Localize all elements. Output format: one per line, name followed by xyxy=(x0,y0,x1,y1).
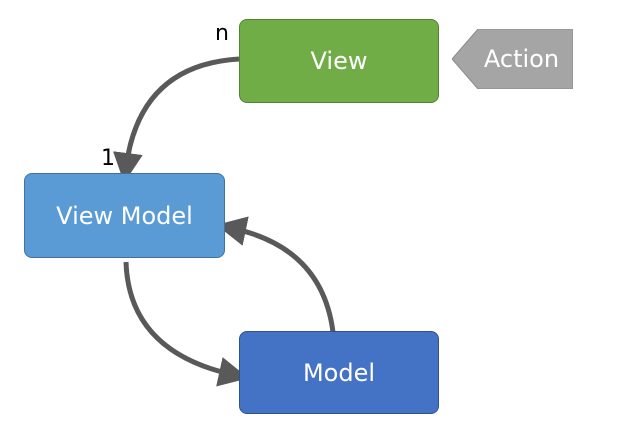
multiplicity-1-label: 1 xyxy=(101,146,115,171)
multiplicity-n-label: n xyxy=(215,21,229,46)
action-label: Action xyxy=(483,45,560,73)
arrow-view-to-viewmodel xyxy=(113,56,240,183)
arrow-viewmodel-to-model xyxy=(123,261,249,387)
view-model-node-label: View Model xyxy=(56,201,193,230)
action-pentagon xyxy=(452,29,573,89)
view-model-node: View Model xyxy=(24,173,225,258)
arrow-model-to-viewmodel xyxy=(216,216,336,333)
view-node: View xyxy=(239,19,439,103)
view-node-label: View xyxy=(310,47,368,75)
model-node-label: Model xyxy=(302,358,376,387)
model-node: Model xyxy=(239,331,439,414)
